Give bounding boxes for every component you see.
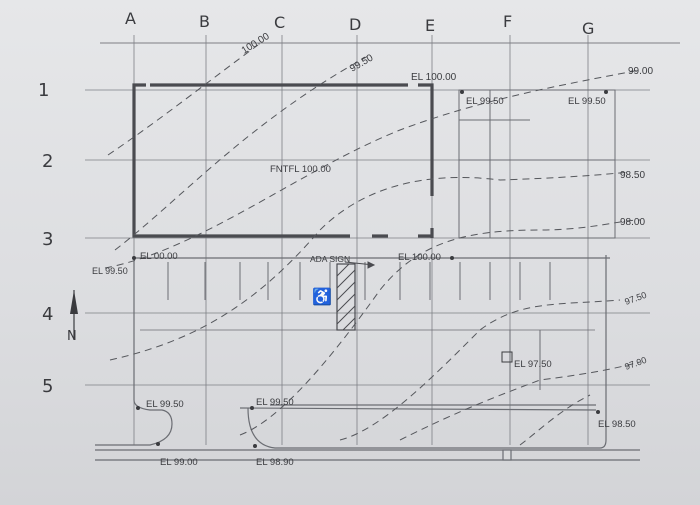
contour-label-9900: 99.00 — [628, 66, 653, 77]
el-9950-left-label: EL 99.50 — [92, 266, 128, 276]
grid-row-3: 3 — [42, 229, 53, 250]
contour-label-9950: 99.50 — [348, 52, 376, 74]
grid-col-f: F — [503, 12, 512, 31]
contour-label-9800: 98.00 — [620, 217, 645, 228]
grid-col-b: B — [199, 12, 210, 31]
accessible-stall-hatch — [336, 263, 356, 331]
north-arrow: N — [67, 290, 78, 344]
grid-row-4: 4 — [42, 304, 53, 325]
el-9900-label: EL 99.00 — [160, 457, 198, 468]
el-9950-label-a: EL 99.50 — [466, 96, 504, 107]
spot-elevation-dots — [132, 90, 608, 448]
benchmark-box — [501, 351, 513, 363]
el-9950-bottom-mid-label: EL 99.50 — [256, 397, 294, 408]
grid-col-a: A — [125, 9, 136, 28]
grid-col-d: D — [349, 15, 361, 34]
el-9850-label: EL 98.50 — [598, 419, 636, 430]
contour-label-100: 100.00 — [240, 31, 272, 57]
el-9750-label: EL 97.50 — [514, 359, 552, 370]
parking-stalls — [140, 262, 595, 390]
grid-col-e: E — [425, 16, 435, 35]
finish-floor-label: FNTFL 100.00 — [270, 164, 331, 175]
grid-col-c: C — [274, 13, 285, 32]
building-walls — [132, 83, 434, 238]
el-10000-mid-label: EL 100.00 — [398, 252, 441, 263]
north-label: N — [67, 329, 77, 344]
el-9950-label-b: EL 99.50 — [568, 96, 606, 107]
right-structure — [458, 89, 616, 239]
el-9890-label: EL 98.90 — [256, 457, 294, 468]
el-9950-bottom-left-label: EL 99.50 — [146, 399, 184, 410]
contour-label-9700: 97.00 — [623, 355, 648, 372]
grid-col-g: G — [582, 19, 594, 38]
ada-sign-label: ADA SIGN — [310, 254, 350, 264]
el-top-label: EL 100.00 — [411, 72, 457, 83]
grid-row-5: 5 — [42, 376, 53, 397]
grid-row-2: 2 — [42, 151, 53, 172]
contour-label-9850: 98.50 — [620, 170, 645, 181]
grid-row-1: 1 — [38, 80, 49, 101]
parking-boundary — [95, 255, 640, 461]
contour-lines — [104, 44, 641, 446]
ada-sign-arrow — [344, 261, 376, 269]
contour-label-9750: 97.50 — [623, 290, 648, 307]
accessible-parking-icon: ♿ — [312, 287, 332, 306]
el-0000-label: EL 00.00 — [140, 251, 178, 262]
